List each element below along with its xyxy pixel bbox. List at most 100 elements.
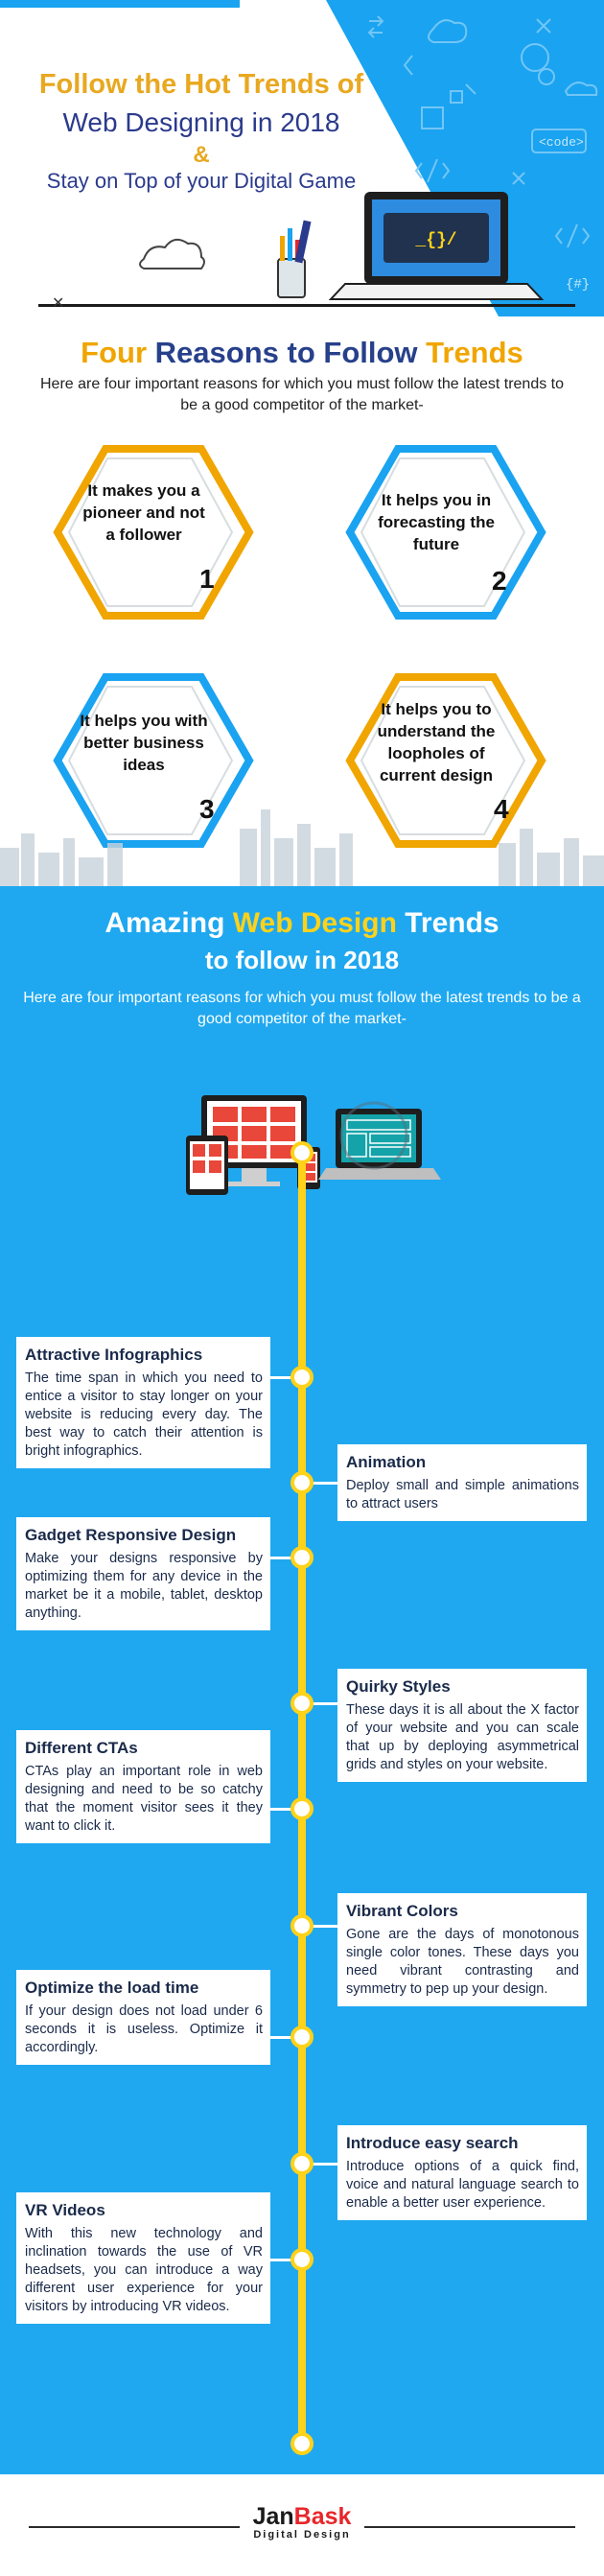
header-title-line3: Stay on Top of your Digital Game — [46, 169, 357, 193]
trend-card-title: Optimize the load time — [25, 1979, 199, 1997]
timeline-node — [290, 1141, 314, 1164]
trend-card-body: Deploy small and simple animations to at… — [346, 1478, 579, 1511]
hero-header: <code> {#} _{}/ Follow the Hot Trends of… — [0, 0, 604, 316]
trends-title-line2: to follow in 2018 — [204, 946, 400, 974]
trends-title-word3: Trends — [405, 907, 499, 939]
web-design-trends-section: Amazing Web Design Trends to follow in 2… — [0, 886, 604, 2474]
trend-card-title: VR Videos — [25, 2201, 105, 2219]
timeline-node — [290, 1546, 314, 1569]
hexagon-blue-icon — [53, 673, 254, 848]
reasons-title-word1: Four — [81, 336, 148, 369]
hexagon-blue-icon — [345, 445, 546, 620]
hexagon-gold-icon — [345, 673, 546, 848]
reason-4-number: 4 — [494, 794, 509, 824]
brace-text: {#} — [566, 277, 590, 293]
reason-3-number: 3 — [199, 794, 215, 824]
laptop-illustration: _{}/ — [328, 192, 545, 300]
trends-title: Amazing Web Design Trends — [0, 907, 604, 940]
trend-card-title: Attractive Infographics — [25, 1346, 203, 1364]
reasons-subtitle: Here are four important reasons for whic… — [39, 376, 565, 413]
header-title-line2: Web Designing in 2018 — [62, 107, 340, 137]
trend-card-body: If your design does not load under 6 sec… — [25, 2003, 263, 2055]
responsive-devices-illustration — [186, 1095, 441, 1195]
code-glyph-text: _{}/ — [414, 231, 456, 250]
reason-3-text: It helps you with better business ideas — [80, 712, 208, 774]
footer-line-left — [29, 2526, 240, 2528]
top-accent-bar — [0, 0, 240, 8]
trend-card: Optimize the load time If your design doe… — [16, 1970, 270, 2065]
timeline-connector — [270, 2036, 291, 2039]
ground-line — [38, 304, 575, 307]
trend-card-body: Make your designs responsive by optimizi… — [25, 1551, 263, 1621]
timeline-connector — [313, 1482, 337, 1485]
brand-name: JanBask — [0, 2503, 604, 2531]
trend-card-body: These days it is all about the X factor … — [346, 1702, 579, 1772]
timeline-connector — [270, 2259, 291, 2261]
four-reasons-section: Four Reasons to Follow Trends Here are f… — [0, 316, 604, 886]
cloud-icon — [139, 238, 205, 269]
trends-subtitle: Here are four important reasons for whic… — [23, 990, 581, 1027]
header-ampersand: & — [193, 142, 210, 168]
reason-card-1: It makes you a pioneer and not a followe… — [48, 441, 254, 623]
reason-1-text: It makes you a pioneer and not a followe… — [82, 481, 205, 544]
brand-logo: JanBask Digital Design — [0, 2503, 604, 2541]
reason-1-number: 1 — [199, 564, 215, 594]
city-skyline-illustration — [0, 809, 604, 886]
reason-card-3: It helps you with better business ideas … — [48, 669, 254, 852]
trend-card-body: With this new technology and inclination… — [25, 2226, 263, 2314]
reason-4-text: It helps you to understand the loopholes… — [377, 700, 496, 785]
code-tag-text: <code> — [539, 135, 584, 150]
header-decoration: <code> {#} _{}/ — [139, 0, 604, 316]
trend-card-body: Gone are the days of monotonous single c… — [346, 1927, 579, 1997]
timeline-node — [290, 2026, 314, 2049]
timeline-node — [290, 1366, 314, 1389]
timeline-connector — [270, 1808, 291, 1811]
footer: JanBask Digital Design — [0, 2474, 604, 2576]
trend-card-title: Different CTAs — [25, 1739, 138, 1757]
timeline-node — [290, 2248, 314, 2271]
header-title-line1: Follow the Hot Trends of — [38, 69, 364, 100]
timeline-connector — [313, 1702, 337, 1705]
brand-name-part2: Bask — [293, 2503, 352, 2530]
timeline-connector — [270, 1557, 291, 1559]
timeline-connector — [313, 2163, 337, 2166]
close-mark-icon: ✕ — [52, 295, 65, 312]
trend-card-title: Animation — [346, 1453, 427, 1471]
trend-card-body: CTAs play an important role in web desig… — [25, 1764, 263, 1834]
timeline-node — [290, 1692, 314, 1715]
timeline-node — [290, 1797, 314, 1820]
trend-card-body: The time span in which you need to entic… — [25, 1370, 263, 1459]
trend-card-title: Introduce easy search — [346, 2134, 519, 2152]
trends-title-word1: Amazing — [105, 907, 225, 939]
reason-2-text: It helps you in forecasting the future — [378, 491, 495, 553]
reasons-title-word2: Reasons to Follow — [154, 336, 418, 369]
reason-card-4: It helps you to understand the loopholes… — [340, 669, 546, 852]
trend-card-title: Gadget Responsive Design — [25, 1526, 237, 1544]
trend-card-title: Vibrant Colors — [346, 1902, 458, 1920]
timeline-node — [290, 1471, 314, 1494]
reasons-title-word3: Trends — [426, 336, 523, 369]
reason-2-number: 2 — [492, 566, 507, 596]
timeline-connector — [313, 1925, 337, 1928]
trend-card-title: Quirky Styles — [346, 1677, 451, 1696]
timeline-node — [290, 1914, 314, 1937]
timeline-connector — [270, 1376, 291, 1379]
timeline-node — [290, 2152, 314, 2175]
hexagon-gold-icon — [53, 445, 254, 620]
brand-tagline: Digital Design — [253, 2529, 351, 2541]
trend-card-body: Introduce options of a quick find, voice… — [346, 2159, 579, 2211]
trends-title-word2: Web Design — [232, 907, 397, 939]
pencil-cup-illustration — [277, 220, 312, 298]
timeline-node — [290, 2432, 314, 2455]
reasons-title: Four Reasons to Follow Trends — [0, 336, 604, 370]
reason-card-2: It helps you in forecasting the future 2 — [340, 441, 546, 623]
footer-line-right — [364, 2526, 575, 2528]
